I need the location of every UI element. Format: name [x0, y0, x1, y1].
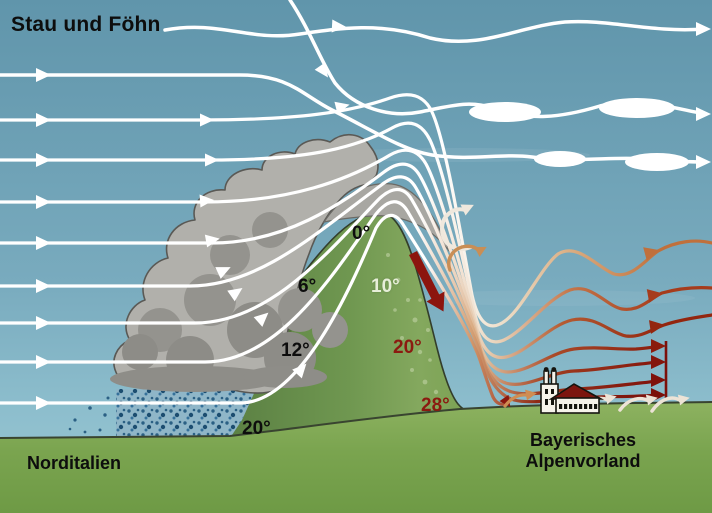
rain-outer-drops [68, 396, 110, 434]
temp-label-windward-mid: 12° [281, 340, 310, 361]
ground [0, 401, 712, 513]
temp-label-lee-base: 28° [421, 395, 450, 416]
region-label-line1: Bayerisches [529, 430, 637, 450]
region-label-bayerisches-alpenvorland: Bayerisches Alpenvorland [500, 431, 666, 473]
page-title: Stau und Föhn [11, 13, 161, 36]
temp-label-lee-mid: 20° [393, 337, 422, 358]
region-label-line2: Alpenvorland [525, 451, 641, 471]
ground-wind-arrowheads [525, 389, 690, 406]
rain [68, 389, 256, 438]
foehn-streamlines [0, 93, 712, 406]
temp-label-windward-base: 20° [242, 418, 271, 439]
temp-label-peak: 0° [352, 223, 371, 244]
stau-cloud-icon [110, 134, 379, 394]
rotor-eddy-arrowheads [460, 204, 487, 257]
temp-label-lee-upper: 10° [371, 276, 400, 297]
mountain-moss-texture [383, 253, 439, 395]
church-windows [545, 399, 598, 409]
temp-label-windward-upper: 6° [298, 276, 317, 297]
wind-arrow-icon [36, 68, 51, 410]
lenticular-cloud-icon [469, 98, 689, 171]
foehn-descent-arrow-icon [408, 250, 445, 312]
church-icon [540, 367, 605, 414]
wind-arrow-icon [199, 19, 711, 379]
region-label-norditalien: Norditalien [27, 453, 122, 473]
